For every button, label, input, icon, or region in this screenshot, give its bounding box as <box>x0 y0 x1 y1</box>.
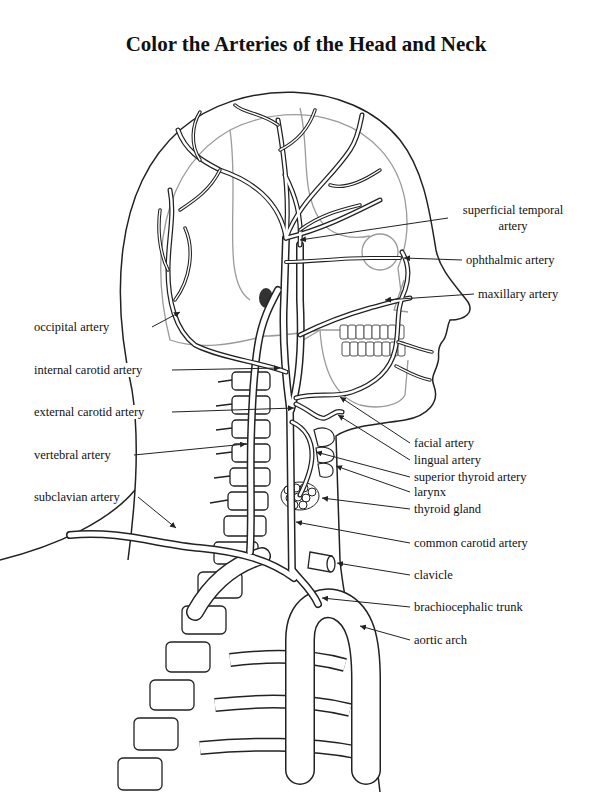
part-label: clavicle <box>414 568 453 582</box>
part-label: superior thyroid artery <box>414 470 526 484</box>
part-label: aortic arch <box>414 633 467 647</box>
part-label: larynx <box>414 485 446 499</box>
part-label: brachiocephalic trunk <box>414 600 523 614</box>
part-label: external carotid artery <box>34 405 144 419</box>
part-label: superficial temporal artery <box>452 202 574 234</box>
part-label: maxillary artery <box>478 287 558 301</box>
ribs <box>195 556 355 752</box>
clavicle-bone <box>308 552 335 572</box>
part-label: internal carotid artery <box>34 363 142 377</box>
part-label: ophthalmic artery <box>466 253 555 267</box>
part-label: occipital artery <box>34 320 109 334</box>
part-label: facial artery <box>414 436 474 450</box>
part-label: thyroid gland <box>414 502 481 516</box>
page-title: Color the Arteries of the Head and Neck <box>0 31 612 57</box>
part-label: subclavian artery <box>34 490 120 504</box>
head-outline <box>0 92 470 792</box>
part-label: common carotid artery <box>414 536 528 550</box>
part-label: lingual artery <box>414 453 481 467</box>
leader-lines <box>134 218 474 640</box>
part-label: vertebral artery <box>34 448 111 462</box>
arteries <box>70 105 432 770</box>
